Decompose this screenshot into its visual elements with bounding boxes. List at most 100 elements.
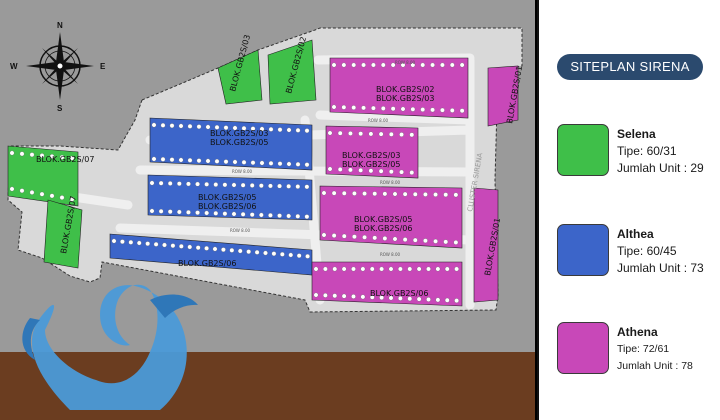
unit-lot-marker [223,159,229,165]
unit-lot-marker [268,126,274,132]
unit-lot-marker [304,128,310,134]
block-gb2s-02-top[interactable] [267,39,317,105]
block-gb2s-03-top[interactable] [217,49,263,105]
unit-lot-marker [59,154,65,160]
block-gb2s-07[interactable] [7,145,79,207]
unit-lot-marker [444,266,450,272]
unit-lot-marker [231,211,237,217]
unit-lot-marker [430,62,435,68]
siteplan-map[interactable]: BLOK.GB2S/03 BLOK.GB2S/02 BLOK.GB2S/02 B… [0,0,535,420]
unit-lot-marker [435,266,441,272]
unit-lot-marker [388,266,394,272]
unit-lot-marker [162,242,167,248]
legend-item-selena: Selena Tipe: 60/31 Jumlah Unit : 29 [617,126,704,177]
unit-lot-marker [186,209,191,215]
unit-lot-marker [399,132,404,137]
block-gb2s-03b[interactable] [325,125,419,179]
unit-lot-marker [402,191,408,197]
legend-name-athena: Athena [617,325,658,339]
block-label-gb2s-06b: BLOK.GB2S/06 [354,224,412,233]
unit-lot-marker [9,150,15,156]
unit-lot-marker [237,248,243,254]
block-gb2s-05c[interactable] [319,185,463,249]
unit-lot-marker [241,125,247,131]
unit-lot-marker [246,249,252,255]
unit-lot-marker [240,211,246,217]
unit-lot-marker [151,156,157,162]
unit-lot-marker [323,293,328,298]
block-gb2s-02[interactable] [329,57,469,119]
block-label-gb2s-05a: BLOK.GB2S/05 [210,138,268,147]
unit-lot-marker [187,157,193,163]
unit-lot-marker [249,183,255,188]
unit-lot-marker [187,244,193,250]
unit-lot-marker [271,251,277,257]
unit-lot-marker [136,240,142,246]
road-label-2: ROW 8.00 [368,118,389,123]
unit-lot-marker [407,266,413,272]
block-label-gb2s-06d: BLOK.GB2S/06 [370,289,428,298]
unit-lot-marker [398,266,403,272]
legend-jumlah-althea: Jumlah Unit : 73 [617,261,704,275]
unit-lot-marker [327,130,333,136]
unit-lot-marker [351,62,357,68]
unit-lot-marker [459,108,465,114]
unit-lot-marker [286,183,292,189]
block-label-gb2s-05d: BLOK.GB2S/05 [354,215,412,224]
road-label-4: ROW 8.00 [380,180,401,185]
unit-lot-marker [369,294,375,300]
legend-tipe-selena: Tipe: 60/31 [617,144,677,158]
legend-item-athena: Athena Tipe: 72/61 Jumlah Unit : 78 [617,324,693,375]
unit-lot-marker [412,237,418,243]
block-gb2s-06c[interactable] [311,261,463,307]
legend-name-althea: Althea [617,227,654,241]
unit-lot-marker [348,131,353,136]
unit-lot-marker [360,266,366,272]
unit-lot-marker [295,161,301,167]
block-gb2s-01a[interactable] [487,65,519,127]
compass-w: W [10,62,18,71]
unit-lot-marker [430,107,435,113]
unit-lot-marker [416,296,422,302]
unit-lot-marker [435,297,441,303]
unit-lot-marker [222,211,228,217]
unit-lot-marker [360,294,366,300]
unit-lot-marker [449,108,455,113]
legend-swatch-althea [557,224,609,276]
unit-lot-marker [321,232,327,238]
block-label-gb2s-03c: BLOK.GB2S/03 [342,151,400,160]
unit-lot-marker [250,126,256,132]
unit-lot-marker [295,213,301,219]
unit-lot-marker [158,180,164,186]
unit-lot-marker [259,126,265,132]
unit-lot-marker [407,296,413,302]
unit-lot-marker [149,180,155,186]
unit-lot-marker [288,252,294,258]
unit-lot-marker [296,253,302,259]
legend-item-althea: Althea Tipe: 60/45 Jumlah Unit : 73 [617,226,704,277]
unit-lot-marker [295,184,301,189]
unit-lot-marker [443,239,449,245]
unit-lot-marker [341,62,347,68]
unit-lot-marker [331,233,337,238]
unit-lot-marker [231,182,237,188]
unit-lot-marker [313,292,319,298]
unit-lot-marker [178,243,184,249]
unit-lot-marker [196,158,202,164]
unit-lot-marker [120,239,125,245]
unit-lot-marker [240,182,246,188]
unit-lot-marker [305,253,310,259]
unit-lot-marker [380,106,386,111]
unit-lot-marker [378,131,384,137]
block-gb2s-07-v[interactable] [43,199,83,269]
unit-lot-marker [348,167,353,173]
unit-lot-marker [19,188,25,194]
unit-lot-marker [176,181,182,187]
unit-lot-marker [232,125,238,131]
unit-lot-marker [167,181,173,186]
unit-lot-marker [454,266,459,272]
block-gb2s-01b[interactable] [473,187,499,303]
unit-lot-marker [277,183,282,189]
unit-lot-marker [258,183,264,189]
unit-lot-marker [426,266,431,272]
